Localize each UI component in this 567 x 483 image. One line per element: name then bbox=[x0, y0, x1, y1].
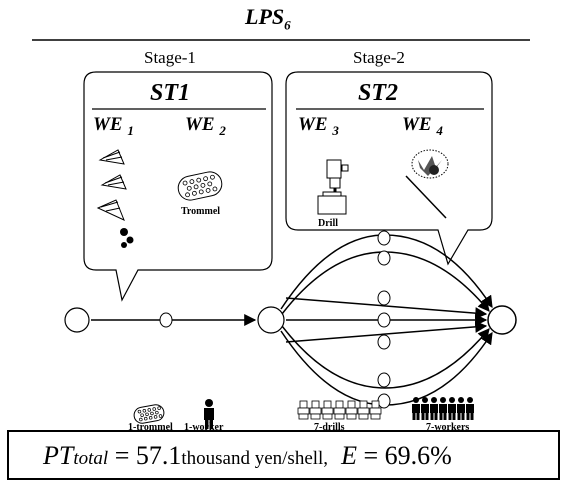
worker-count-label: 1-worker bbox=[184, 422, 224, 433]
pt-unit: thousand yen/shell, bbox=[181, 448, 329, 469]
drill-icon bbox=[321, 400, 334, 420]
formula-box: PTtotal = 57.1thousand yen/shell, E = 69… bbox=[7, 430, 560, 480]
worker-group-icon bbox=[412, 397, 474, 420]
node-end bbox=[487, 305, 517, 335]
brush-icon bbox=[405, 149, 449, 219]
worker-icon bbox=[448, 397, 456, 420]
we3-label: WE 3 bbox=[298, 114, 339, 138]
worker-icon bbox=[466, 397, 474, 420]
pt-subscript: total bbox=[73, 448, 109, 469]
e-symbol: E bbox=[341, 441, 357, 470]
drill-icon bbox=[297, 400, 310, 420]
pt-symbol: PT bbox=[43, 441, 74, 470]
e-equals: = bbox=[363, 441, 379, 470]
pt-equals: = bbox=[114, 441, 130, 470]
cone-icon bbox=[96, 149, 134, 248]
trommel-icon bbox=[177, 171, 223, 201]
title-main: LPS bbox=[245, 4, 285, 29]
st2-callout bbox=[285, 71, 493, 266]
e-value: 69.6% bbox=[384, 441, 452, 470]
stage2-label: Stage-2 bbox=[353, 48, 405, 67]
drill-icon bbox=[369, 400, 382, 420]
pt-value: 57.1 bbox=[135, 441, 182, 470]
trommel-icon bbox=[133, 404, 165, 424]
node-middle bbox=[257, 306, 285, 334]
worker-icon bbox=[421, 397, 429, 420]
drill-group-icon bbox=[297, 400, 382, 420]
drill-label: Drill bbox=[318, 218, 338, 229]
trommel-count-label: 1-trommel bbox=[128, 422, 173, 433]
worker-icon bbox=[204, 399, 214, 429]
st1-header: ST1 bbox=[150, 80, 191, 106]
stage1-resource-marker bbox=[159, 312, 173, 328]
st2-header: ST2 bbox=[358, 80, 399, 106]
drills-count-label: 7-drills bbox=[314, 422, 345, 433]
drill-icon bbox=[345, 400, 358, 420]
stage1-label: Stage-1 bbox=[144, 48, 196, 67]
worker-icon bbox=[439, 397, 447, 420]
title-sub: 6 bbox=[284, 17, 291, 33]
diagram-title: LPS6 bbox=[245, 4, 291, 33]
node-start bbox=[64, 307, 90, 333]
drill-icon bbox=[309, 400, 322, 420]
worker-icon bbox=[457, 397, 465, 420]
we2-label: WE 2 bbox=[185, 114, 226, 138]
we1-label: WE 1 bbox=[93, 114, 134, 138]
drill-icon bbox=[317, 159, 349, 215]
worker-icon bbox=[412, 397, 420, 420]
formula: PTtotal = 57.1thousand yen/shell, E = 69… bbox=[43, 441, 452, 471]
drill-icon bbox=[357, 400, 370, 420]
trommel-label: Trommel bbox=[181, 206, 221, 217]
workers-count-label: 7-workers bbox=[426, 422, 470, 433]
worker-icon bbox=[430, 397, 438, 420]
drill-icon bbox=[333, 400, 346, 420]
stage2-resource-markers bbox=[377, 230, 391, 409]
we4-label: WE 4 bbox=[402, 114, 443, 138]
